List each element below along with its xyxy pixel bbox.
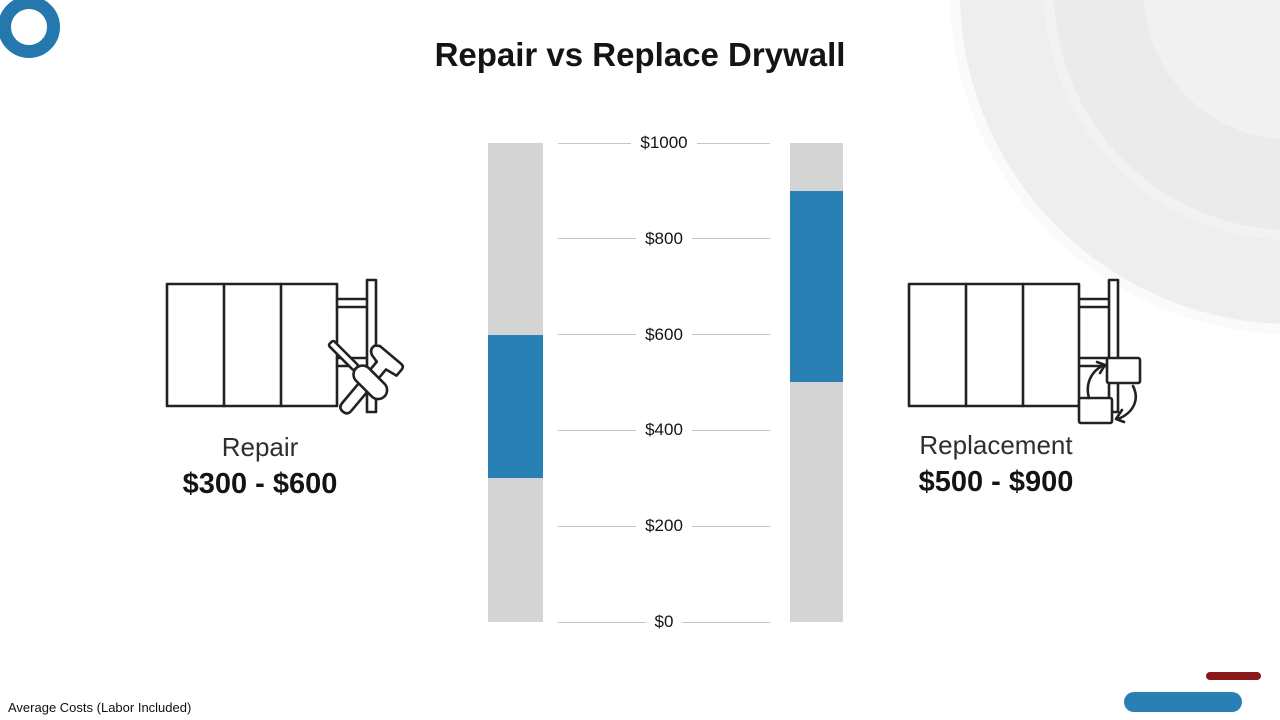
replacement-label: Replacement (919, 430, 1073, 460)
axis-tick: $0 (558, 610, 771, 634)
blue-pill-decoration (1124, 692, 1242, 712)
tick-line (558, 429, 637, 431)
tick-label: $400 (645, 420, 683, 440)
tick-line (696, 142, 770, 144)
repair-figure-caption: Repair $300 - $600 (110, 432, 410, 501)
tick-line (558, 334, 637, 336)
axis-tick: $200 (558, 514, 771, 538)
replacement-bar-track (790, 143, 843, 622)
axis-tick: $600 (558, 323, 771, 347)
axis-tick: $400 (558, 418, 771, 442)
red-dash-decoration (1206, 672, 1261, 680)
replacement-figure-caption: Replacement $500 - $900 (846, 430, 1146, 499)
axis-tick: $800 (558, 227, 771, 251)
tick-line (691, 334, 771, 336)
tick-label: $0 (654, 612, 674, 631)
drywall-replace-icon (907, 278, 1142, 425)
swap-arrows-icon (1077, 356, 1142, 425)
replacement-range-segment (790, 190, 843, 383)
repair-range-segment (488, 334, 543, 479)
tick-line (691, 429, 771, 431)
drywall-panel-icon (165, 278, 378, 414)
hammer-screwdriver-icon (327, 339, 405, 415)
replacement-range-value: $500 - $900 (918, 466, 1074, 498)
tick-line (691, 525, 771, 527)
tick-label: $1000 (640, 133, 688, 152)
tick-label: $800 (645, 228, 683, 248)
tick-label: $200 (645, 516, 683, 536)
repair-range-value: $300 - $600 (182, 468, 338, 500)
drywall-panel-icon (907, 278, 1120, 414)
repair-label: Repair (221, 432, 299, 462)
drywall-repair-icon (165, 278, 405, 415)
footnote: Average Costs (Labor Included) (8, 700, 192, 715)
tick-line (558, 525, 637, 527)
tick-line (558, 238, 637, 240)
axis-tick: $1000 (558, 131, 770, 155)
tick-line (558, 621, 646, 623)
tick-label: $600 (645, 324, 683, 344)
repair-bar-track (488, 143, 543, 622)
tick-line (558, 142, 632, 144)
dollar-axis: $1000 $800 $600 $400 $200 $0 (558, 0, 771, 720)
tick-line (691, 238, 771, 240)
tick-line (682, 621, 771, 623)
page-title: Repair vs Replace Drywall (434, 36, 846, 73)
